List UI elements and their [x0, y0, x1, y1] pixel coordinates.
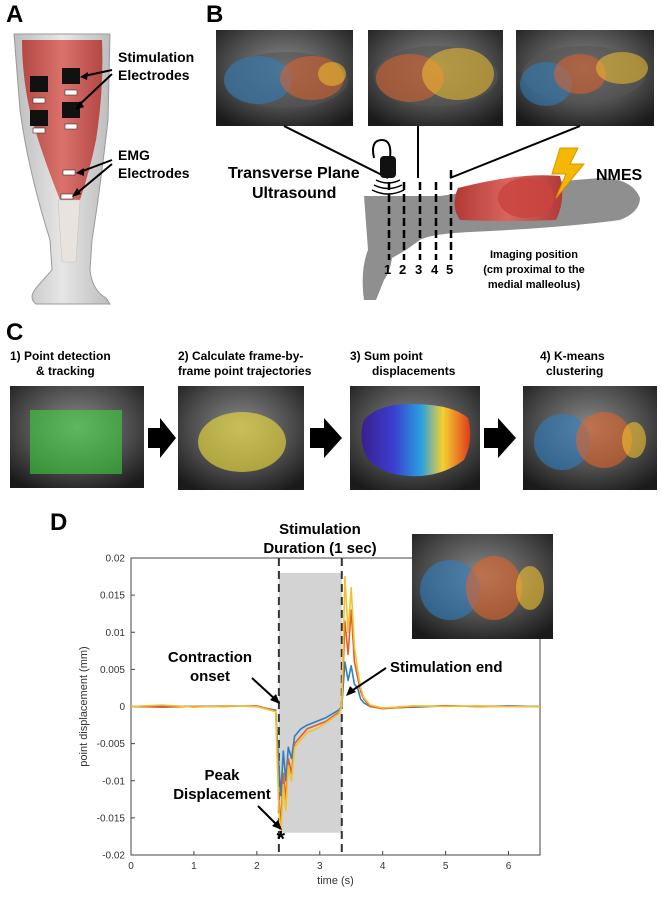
stim-electrodes-label-line1: Stimulation [118, 49, 194, 65]
ultrasound-image-b3 [516, 30, 654, 126]
leg-illustration [13, 33, 111, 305]
nmes-label: NMES [596, 167, 643, 184]
panel-d-letter: D [50, 509, 67, 536]
arrow-right-icon [484, 418, 516, 458]
panel-b: B [206, 1, 654, 300]
arrow-icon [270, 694, 280, 704]
kmeans-inset-image [412, 534, 553, 639]
displacement-chart: -0.02 -0.015 -0.01 -0.005 0 0.005 0.01 0.015 0.0… [78, 554, 541, 887]
x-tick-label: 1 [191, 861, 197, 872]
y-tick-label: 0.015 [100, 591, 125, 602]
stim-electrode-4 [62, 102, 80, 118]
step-2-label-line1: 2) Calculate frame-by- [178, 349, 303, 363]
y-tick-label: 0.01 [106, 628, 126, 639]
stim-electrode-1 [30, 76, 48, 92]
ultrasound-image-b1 [216, 30, 353, 126]
x-tick-label: 6 [506, 861, 512, 872]
step-3-label-line1: 3) Sum point [350, 349, 423, 363]
arrow-icon [272, 820, 282, 830]
stim-duration-title-line1: Stimulation [279, 521, 361, 538]
step-1-label-line2: & tracking [36, 364, 95, 378]
step-1-label-line1: 1) Point detection [10, 349, 111, 363]
peak-marker: * [276, 826, 285, 851]
imaging-position-label-line3: medial malleolus) [488, 279, 581, 291]
step-3-label-line2: displacements [372, 364, 456, 378]
position-number: 2 [399, 262, 406, 277]
probe-label-line2: Ultrasound [252, 185, 336, 202]
x-tick-label: 3 [317, 861, 323, 872]
x-tick-label: 4 [380, 861, 386, 872]
y-tick-label: 0 [119, 702, 125, 713]
arrow-right-icon [148, 418, 176, 458]
panel-a-letter: A [6, 1, 23, 28]
trajectory-image [178, 386, 304, 490]
x-axis-label: time (s) [317, 875, 354, 887]
x-tick-label: 0 [128, 861, 134, 872]
contraction-onset-label-line1: Contraction [168, 649, 252, 666]
y-tick-label: -0.02 [102, 851, 125, 862]
arrow-icon [346, 686, 356, 696]
x-tick-label: 5 [443, 861, 449, 872]
position-number: 3 [415, 262, 422, 277]
position-numbers: 1 2 3 4 5 [384, 262, 453, 277]
step-2-label-line2: frame point trajectories [178, 364, 312, 378]
panel-a: A Stimulation Electrodes EMG Electrodes [6, 1, 194, 305]
lower-leg-illustration [362, 170, 640, 300]
stim-duration-title-line2: Duration (1 sec) [263, 540, 376, 557]
y-tick-label: -0.005 [97, 739, 126, 750]
y-tick-label: -0.015 [97, 813, 126, 824]
stimulation-window [278, 572, 342, 833]
step-4-label-line1: 4) K-means [540, 349, 605, 363]
series-line-3 [130, 575, 540, 838]
emg-electrodes-label-line2: Electrodes [118, 165, 190, 181]
stimulation-end-label: Stimulation end [390, 659, 503, 676]
emg-electrodes-label-line1: EMG [118, 147, 150, 163]
stim-electrodes-label-line2: Electrodes [118, 67, 190, 83]
panel-b-letter: B [206, 1, 223, 28]
panel-c: C 1) Point detection & tracking 2) Calcu… [6, 319, 657, 490]
position-number: 5 [446, 262, 453, 277]
kmeans-cluster-image [523, 386, 657, 490]
position-lines [387, 170, 453, 260]
position-number: 1 [384, 262, 391, 277]
displacement-heatmap-image [350, 386, 480, 490]
probe-label-line1: Transverse Plane [228, 165, 360, 182]
lightning-bolt-icon [551, 147, 586, 199]
y-tick-label: -0.01 [102, 776, 125, 787]
y-tick-label: 0.005 [100, 665, 125, 676]
contraction-onset-label-line2: onset [190, 668, 230, 685]
peak-displacement-label-line1: Peak [204, 767, 240, 784]
step-4-label-line2: clustering [546, 364, 603, 378]
ultrasound-image-b2 [368, 30, 503, 126]
stim-electrode-3 [30, 110, 48, 126]
arrow-right-icon [310, 418, 342, 458]
panel-c-letter: C [6, 319, 23, 346]
imaging-position-label-line2: (cm proximal to the [483, 264, 584, 276]
x-tick-label: 2 [254, 861, 260, 872]
y-tick-label: 0.02 [106, 554, 126, 565]
y-axis-label: point displacement (mm) [78, 646, 90, 766]
stim-electrode-2 [62, 68, 80, 84]
tracking-image [10, 386, 144, 488]
panel-d: D -0.02 -0.015 -0.01 -0.005 0 0.005 0.01 0.015 0… [50, 509, 553, 887]
emg-electrode-2 [60, 193, 74, 200]
position-number: 4 [431, 262, 439, 277]
peak-displacement-label-line2: Displacement [173, 786, 271, 803]
imaging-position-label-line1: Imaging position [490, 249, 578, 261]
emg-electrode-1 [62, 169, 76, 176]
